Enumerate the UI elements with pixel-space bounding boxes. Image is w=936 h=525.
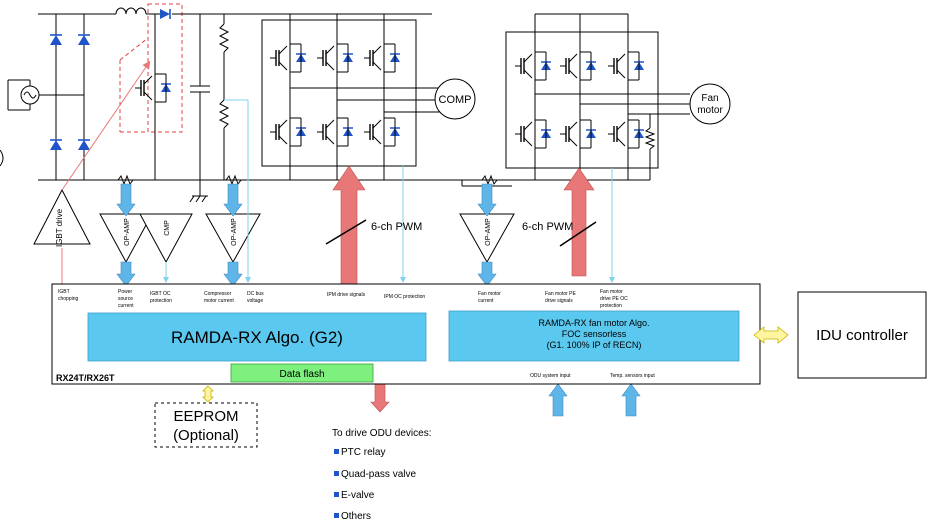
sig-comp-current-2: motor current (204, 298, 234, 304)
sig-igbt-chopping-2: chopping (58, 296, 79, 302)
drive-devices-title: To drive ODU devices: (332, 428, 431, 439)
eeprom-box (154, 402, 258, 448)
arrow-odu-system-input (548, 383, 568, 417)
odu-system-input-label: ODU system input (530, 373, 571, 379)
arrow-shunt-to-opamp2 (223, 183, 243, 217)
drive-device-item: Quad-pass valve (341, 469, 416, 480)
sig-fan-pe-drive-2: drive signals (545, 298, 573, 304)
sig-fan-pe-oc-1: Fan motor (600, 289, 623, 295)
drive-device-item: PTC relay (341, 447, 385, 458)
arrow-opamp2-to-mcu (223, 261, 243, 287)
compressor-inverter (261, 14, 476, 180)
eeprom-label-1: EEPROM (173, 408, 238, 425)
temp-sensors-input-label: Temp. sensors input (610, 373, 655, 379)
pwm-arrow-fan (563, 167, 595, 277)
fan-motor-label-1: Fan (701, 93, 718, 104)
data-flash-block (230, 363, 374, 383)
sig-fan-pe-drive-1: Fan motor PE (545, 291, 577, 297)
inductor (110, 7, 165, 15)
bullet-icon (334, 492, 339, 497)
pwm-right-label: 6-ch PWM (522, 221, 573, 233)
algo-fan-label-3: (G1. 100% IP of RECN) (547, 340, 642, 350)
dc-link (189, 14, 230, 203)
ac-source-icon (20, 85, 40, 105)
mcu-name-label: RX24T/RX26T (56, 373, 115, 383)
op-amp-1-label: OP-AMP (124, 218, 131, 246)
sig-dc-bus-1: DC bus (247, 291, 264, 297)
igbt-drive-label: IGBT drive (55, 208, 64, 247)
sig-power-2: source (118, 296, 133, 302)
sig-comp-current-1: Compressor (204, 291, 232, 297)
arrow-shunt-to-opamp3 (477, 183, 497, 217)
cmp-label: CMP (164, 220, 171, 236)
comp-label: COMP (439, 94, 472, 106)
bullet-icon (334, 471, 339, 476)
pfc-stage (119, 3, 432, 180)
algo-main-block (87, 312, 427, 362)
arrow-opamp3-to-mcu (477, 261, 497, 287)
sig-power-3: current (118, 303, 134, 309)
idu-link-arrow (753, 326, 789, 344)
algo-main-label: RAMDA-RX Algo. (G2) (171, 328, 343, 347)
op-amp-3-label: OP-AMP (485, 218, 492, 246)
idu-controller-box (797, 291, 927, 379)
bullet-icon (334, 449, 339, 454)
sig-dc-bus-2: voltage (247, 298, 263, 304)
fan-motor-label-2: motor (697, 105, 723, 116)
sig-fan-pe-oc-3: protection (600, 303, 622, 309)
drive-device-item: Others (341, 511, 371, 522)
eeprom-label-2: (Optional) (173, 427, 239, 444)
sig-fan-pe-oc-2: drive PE OC (600, 296, 628, 302)
pwm-arrow-compressor (332, 165, 366, 285)
fan-inverter (450, 13, 731, 187)
igbt-driver-triangle (33, 188, 91, 245)
arrow-shunt-to-opamp1 (116, 183, 136, 217)
data-flash-label: Data flash (279, 369, 324, 380)
shunt-resistors (117, 174, 498, 186)
algo-fan-label-1: RAMDA-RX fan motor Algo. (538, 318, 649, 328)
sig-ipm-drive: IPM drive signals (327, 292, 366, 298)
bullet-icon (334, 513, 339, 518)
idu-controller-label: IDU controller (816, 327, 908, 344)
sig-ipm-oc: IPM OC protection (384, 294, 425, 300)
sig-fan-current-1: Fan motor (478, 291, 501, 297)
sig-igbt-oc-1: IGBT OC (150, 291, 171, 297)
arrow-temp-sensors-input (621, 383, 641, 417)
sig-igbt-oc-2: protection (150, 298, 172, 304)
arrow-to-odu-devices (370, 383, 390, 413)
sig-power-1: Power (118, 289, 133, 295)
cmp-triangle (139, 213, 193, 264)
pwm-left-label: 6-ch PWM (371, 221, 422, 233)
algo-fan-label-2: FOC sensorless (562, 329, 627, 339)
sig-fan-current-2: current (478, 298, 494, 304)
op-amp-2-label: OP-AMP (231, 218, 238, 246)
drive-device-item: E-valve (341, 490, 375, 501)
eeprom-link-arrow (202, 385, 214, 403)
arrow-opamp1-to-mcu (116, 261, 136, 287)
algo-fan-block (448, 310, 740, 362)
sig-igbt-chopping-1: IGBT (58, 289, 70, 295)
